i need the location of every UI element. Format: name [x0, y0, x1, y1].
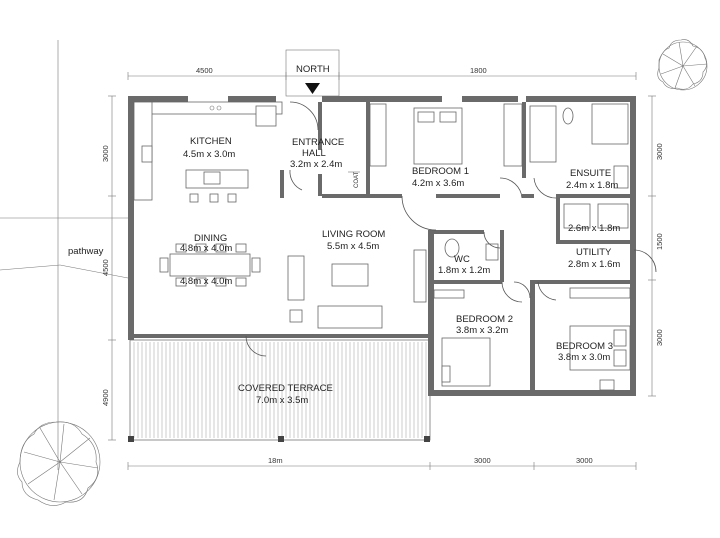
laundry-size: 2.6m x 1.8m	[568, 223, 620, 234]
north-arrow-icon	[305, 83, 320, 94]
dim-left-1: 3000	[101, 145, 110, 162]
dining-name: DINING	[194, 233, 227, 244]
dim-top-right: 1800	[470, 66, 487, 75]
wc-name: WC	[454, 254, 470, 265]
ensuite-name: ENSUITE	[570, 168, 611, 179]
tree-top-right	[657, 39, 708, 91]
ensuite-fixtures	[444, 103, 629, 261]
wc-size: 1.8m x 1.2m	[438, 265, 490, 276]
kitchen-name: KITCHEN	[190, 136, 232, 147]
north-label: NORTH	[296, 64, 330, 75]
dining-table	[159, 243, 261, 287]
dimension-lines: 4500 1800 3000 1500 3000 3000 4500 4900 …	[101, 66, 664, 470]
dim-right-3: 3000	[655, 329, 664, 346]
bedroom2-furniture	[433, 289, 491, 387]
bedroom3-size: 3.8m x 3.0m	[558, 352, 610, 363]
tree-bottom-left	[17, 421, 101, 506]
ensuite-size: 2.4m x 1.8m	[566, 180, 618, 191]
walls	[128, 96, 636, 396]
living-size: 5.5m x 4.5m	[327, 241, 379, 252]
dim-left-2: 4500	[101, 259, 110, 276]
bedroom1-furniture	[369, 103, 557, 167]
pathway: pathway	[0, 40, 129, 470]
doors	[245, 101, 657, 357]
dim-bottom-3: 3000	[576, 456, 593, 465]
terrace-size: 7.0m x 3.5m	[256, 395, 308, 406]
dim-bottom-2: 3000	[474, 456, 491, 465]
bedroom2-size: 3.8m x 3.2m	[456, 325, 508, 336]
entrance-name-2: HALL	[302, 148, 326, 159]
bedroom3-name: BEDROOM 3	[556, 341, 613, 352]
bedroom2-name: BEDROOM 2	[456, 314, 513, 325]
dim-right-1: 3000	[655, 143, 664, 160]
terrace-name: COVERED TERRACE	[238, 383, 333, 394]
dim-top-left: 4500	[196, 66, 213, 75]
utility-name: UTILITY	[576, 247, 612, 258]
living-furniture	[287, 249, 427, 329]
bedroom1-name: BEDROOM 1	[412, 166, 469, 177]
pathway-label: pathway	[68, 246, 104, 257]
utility-size: 2.8m x 1.6m	[568, 259, 620, 270]
north-marker: NORTH	[285, 49, 340, 97]
entrance-name-1: ENTRANCE	[292, 137, 344, 148]
terrace-deck	[128, 339, 431, 442]
room-labels: KITCHEN 4.5m x 3.0m ENTRANCE HALL 3.2m x…	[180, 136, 620, 406]
kitchen-fixtures	[133, 101, 283, 203]
dining-table-label: 4.8m x 4.0m	[180, 276, 232, 287]
dim-left-3: 4900	[101, 389, 110, 406]
bedroom3-furniture	[569, 287, 631, 391]
dim-right-2: 1500	[655, 233, 664, 250]
coat-label: COAT	[354, 171, 360, 188]
dim-bottom-total: 18m	[268, 456, 283, 465]
living-name: LIVING ROOM	[322, 229, 385, 240]
dining-size: 4.8m x 4.0m	[180, 243, 232, 254]
bedroom1-size: 4.2m x 3.6m	[412, 178, 464, 189]
entrance-size: 3.2m x 2.4m	[290, 159, 342, 170]
kitchen-size: 4.5m x 3.0m	[183, 149, 235, 160]
